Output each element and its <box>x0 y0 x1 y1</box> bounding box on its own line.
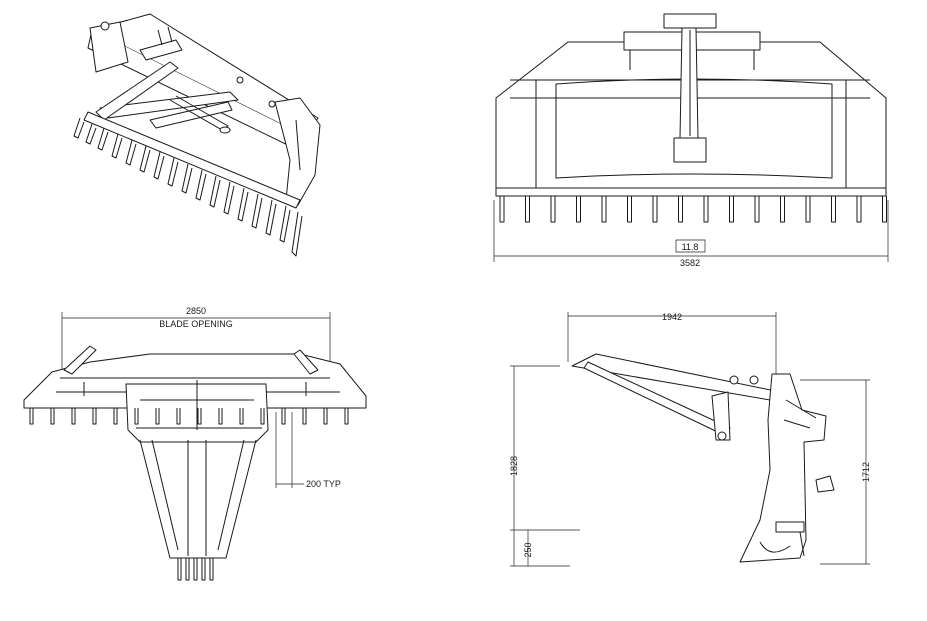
front-tine <box>754 196 760 223</box>
front-tine <box>550 196 556 223</box>
top-opening-value: 2850 <box>186 306 206 316</box>
top-view: 2850 BLADE OPENING 200 TYP <box>23 306 367 581</box>
a-frame-tine <box>185 558 190 581</box>
top-opening-caption: BLADE OPENING <box>159 319 233 329</box>
top-tine <box>134 408 139 425</box>
top-tine <box>113 408 118 425</box>
top-tine <box>176 408 181 425</box>
top-tine <box>71 408 76 425</box>
top-tine <box>155 408 160 425</box>
top-tine <box>239 408 244 425</box>
front-width-label: 3582 <box>680 258 700 268</box>
isometric-view <box>73 13 321 257</box>
a-frame-tine <box>209 558 214 581</box>
top-tine <box>92 408 97 425</box>
top-tine <box>323 408 328 425</box>
side-ground-clearance: 250 <box>523 542 533 557</box>
front-tine <box>627 196 632 223</box>
side-view: 1942 1828 250 1712 <box>509 312 871 567</box>
front-tine <box>652 196 658 223</box>
front-tine <box>703 196 709 223</box>
top-tine <box>281 408 286 425</box>
side-height-left: 1828 <box>509 456 519 476</box>
front-view: 11.8 3582 <box>493 13 889 268</box>
front-tine <box>499 196 505 223</box>
top-tine <box>302 408 307 425</box>
front-gap-label: 11.8 <box>682 242 699 252</box>
front-tine <box>805 196 811 223</box>
side-height-right: 1712 <box>861 462 871 482</box>
front-tine <box>729 196 734 223</box>
top-tine <box>50 408 55 425</box>
front-tine <box>525 196 530 223</box>
a-frame-tine <box>201 558 206 581</box>
front-tine <box>678 196 683 223</box>
front-tine <box>780 196 785 223</box>
top-tine-spacing: 200 TYP <box>306 479 341 489</box>
front-tine <box>576 196 581 223</box>
front-tine <box>601 196 607 223</box>
a-frame-tine <box>193 558 198 581</box>
top-tine <box>344 408 349 425</box>
front-tine <box>831 196 836 223</box>
front-tine <box>882 196 887 223</box>
a-frame-tine <box>177 558 182 581</box>
top-tine <box>29 408 34 425</box>
front-tine <box>856 196 862 223</box>
top-tine <box>260 408 265 425</box>
top-tine <box>197 408 202 425</box>
side-length: 1942 <box>662 312 682 322</box>
top-tine <box>218 408 223 425</box>
